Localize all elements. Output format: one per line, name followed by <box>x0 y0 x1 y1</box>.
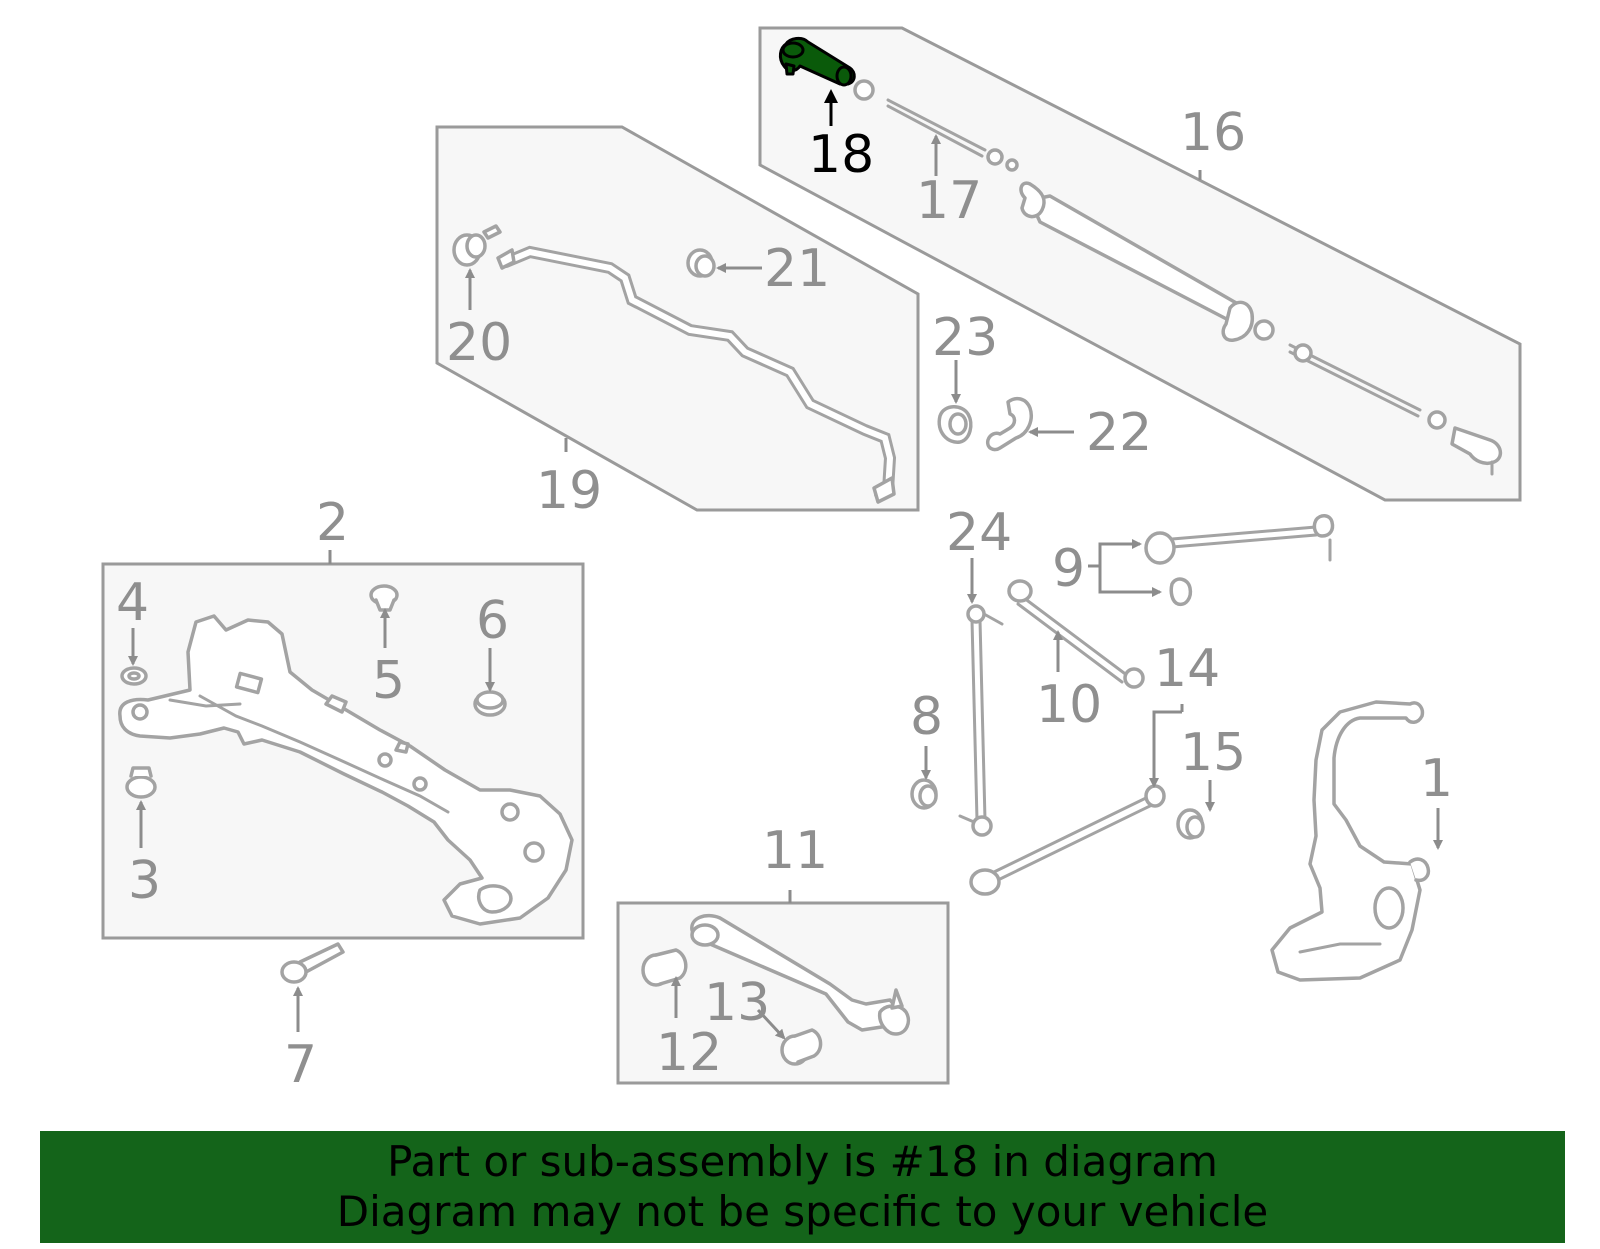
bolt-7 <box>280 942 345 984</box>
callout-24: 24 <box>946 503 1012 563</box>
callout-21: 21 <box>764 239 830 299</box>
control-arm-9 <box>1144 514 1335 565</box>
callout-3: 3 <box>128 851 161 911</box>
steering-rack-housing-16 <box>1019 181 1503 476</box>
lateral-link-14 <box>969 784 1166 896</box>
callout-9: 9 <box>1052 539 1085 599</box>
callout-13: 13 <box>704 973 770 1033</box>
callout-11: 11 <box>762 821 828 881</box>
knuckle-1 <box>1270 700 1431 982</box>
callout-2: 2 <box>316 493 349 553</box>
callout-18: 18 <box>808 125 874 185</box>
callout-17: 17 <box>916 171 982 231</box>
callout-22: 22 <box>1086 403 1152 463</box>
callout-1: 1 <box>1420 749 1453 809</box>
nut-3 <box>125 766 157 799</box>
part-info-banner: Part or sub-assembly is #18 in diagram D… <box>40 1131 1565 1243</box>
banner-line-1: Part or sub-assembly is #18 in diagram <box>387 1137 1218 1186</box>
clamp-20 <box>452 224 502 267</box>
callout-12: 12 <box>656 1023 722 1083</box>
nut-near-18 <box>853 79 875 101</box>
bushing-15 <box>1176 808 1205 840</box>
tie-rod-outer-17 <box>886 98 1019 172</box>
stabilizer-link-24 <box>958 604 1004 837</box>
callout-7: 7 <box>284 1035 317 1095</box>
tie-rod-end-18-highlighted <box>778 36 856 87</box>
washer-4 <box>120 666 148 686</box>
bushing-12 <box>641 948 688 987</box>
cap-6 <box>473 690 507 717</box>
lower-arm-11 <box>690 913 911 1036</box>
callout-16: 16 <box>1180 103 1246 163</box>
callout-23: 23 <box>932 308 998 368</box>
callout-19: 19 <box>536 461 602 521</box>
stabilizer-bar-19 <box>496 245 897 504</box>
bushing-23 <box>937 405 973 444</box>
callout-5: 5 <box>372 651 405 711</box>
bushing-13 <box>780 1028 823 1066</box>
crossmember-2 <box>118 614 574 926</box>
callout-8: 8 <box>910 687 943 747</box>
callout-6: 6 <box>476 591 509 651</box>
callout-leaders <box>128 89 1443 1040</box>
callout-20: 20 <box>446 313 512 373</box>
bracket-22 <box>985 396 1033 452</box>
banner-line-2: Diagram may not be specific to your vehi… <box>336 1187 1269 1236</box>
callout-4: 4 <box>116 573 149 633</box>
bushing-9b <box>1169 577 1193 607</box>
bushing-8 <box>910 778 938 810</box>
callout-10: 10 <box>1036 675 1102 735</box>
callout-14: 14 <box>1154 639 1220 699</box>
callout-15: 15 <box>1180 723 1246 783</box>
bushing-21 <box>686 248 716 278</box>
trailing-arm-10 <box>1007 579 1145 689</box>
